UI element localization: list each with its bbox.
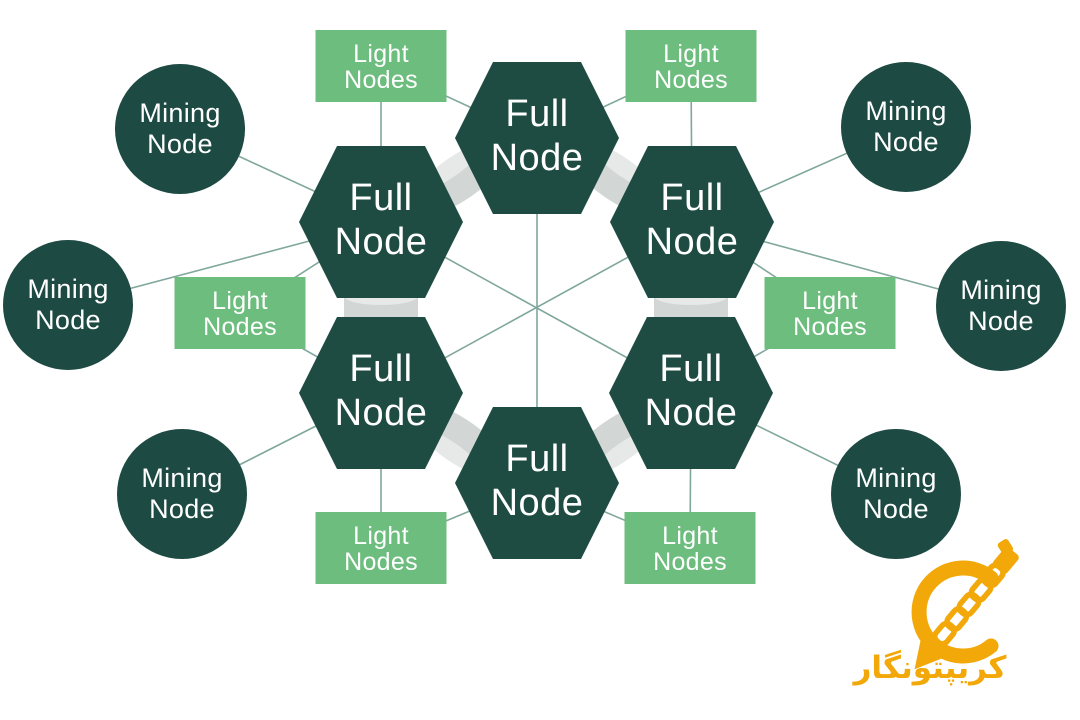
full-node-hexagon (299, 317, 463, 469)
mining-node-circle (831, 429, 961, 559)
light-nodes-box (624, 512, 756, 584)
mining-node-circle (115, 64, 245, 194)
mining-node-circle (841, 62, 971, 192)
c-chain-pen-logo-icon (911, 539, 1019, 670)
brand-name: کریپتونگار (853, 650, 1007, 686)
mining-node-circle (117, 429, 247, 559)
full-node-hexagon (299, 146, 463, 298)
light-nodes-box (764, 277, 896, 349)
mining-node-circle (3, 240, 133, 370)
light-nodes-box (625, 30, 757, 102)
full-node-hexagon (455, 407, 619, 559)
full-node-hexagon (455, 62, 619, 214)
full-node-hexagon (610, 146, 774, 298)
node-shapes (3, 30, 1066, 584)
full-node-hexagon (609, 317, 773, 469)
light-nodes-box (174, 277, 306, 349)
light-nodes-box (315, 512, 447, 584)
mining-node-circle (936, 241, 1066, 371)
light-nodes-box (315, 30, 447, 102)
